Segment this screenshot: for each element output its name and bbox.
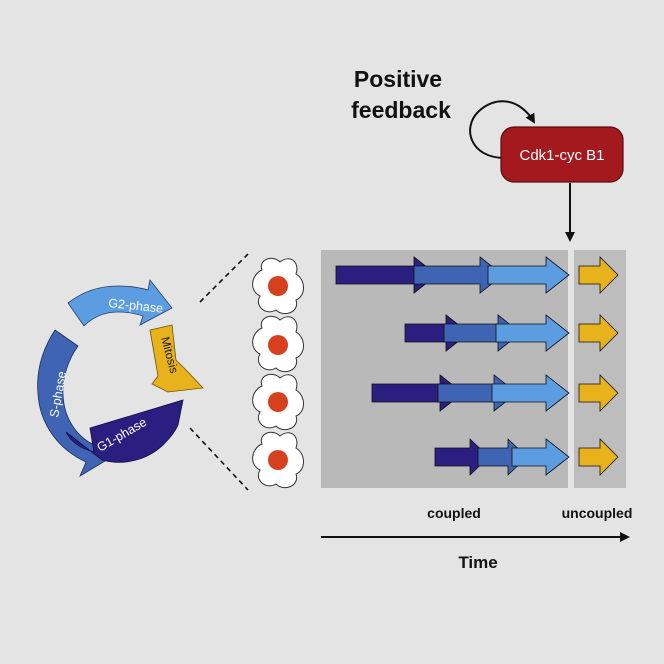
row2-m-arrow	[578, 314, 619, 352]
coupled-label: coupled	[427, 505, 481, 521]
phase-row-1	[335, 256, 619, 294]
cell-4-nucleus	[268, 450, 288, 470]
row4-g2-arrow	[511, 438, 570, 476]
row4-m-arrow	[578, 438, 619, 476]
uncoupled-label: uncoupled	[562, 505, 633, 521]
cell-1	[252, 257, 304, 315]
phase-row-3	[371, 374, 619, 412]
feedback-loop-arrow	[469, 100, 536, 159]
row3-m-arrow	[578, 374, 619, 412]
g2-phase-label: G2-phase	[108, 296, 164, 316]
row3-g2-arrow	[491, 374, 570, 412]
cell-3-nucleus	[268, 392, 288, 412]
g1-phase-arrow	[65, 399, 184, 463]
cell-4	[252, 431, 304, 489]
g2-phase-arrow	[67, 279, 173, 327]
mitosis-arrow	[149, 324, 204, 393]
feedback-title-line1: Positive	[354, 66, 442, 92]
row2-g2-arrow	[495, 314, 570, 352]
feedback-title-line2: feedback	[351, 97, 451, 123]
row1-g2-arrow	[487, 256, 570, 294]
phase-row-4	[434, 438, 619, 476]
cell-2	[252, 315, 304, 373]
phase-row-2	[404, 314, 619, 352]
zoom-line-top	[199, 253, 249, 303]
cell-3	[252, 373, 304, 431]
cell-cycle-wheel: G2-phase S-phase G1-phase Mitosis	[37, 279, 204, 477]
s-phase-arrow	[37, 329, 111, 477]
cdk1-cyclinb1-label: Cdk1-cyc B1	[519, 147, 604, 164]
row1-m-arrow	[578, 256, 619, 294]
zoom-line-bottom	[189, 427, 249, 491]
cdk1-cyclinb1-box	[500, 126, 624, 183]
cell-1-nucleus	[268, 276, 288, 296]
cell-2-nucleus	[268, 335, 288, 355]
time-axis-label: Time	[458, 553, 497, 572]
